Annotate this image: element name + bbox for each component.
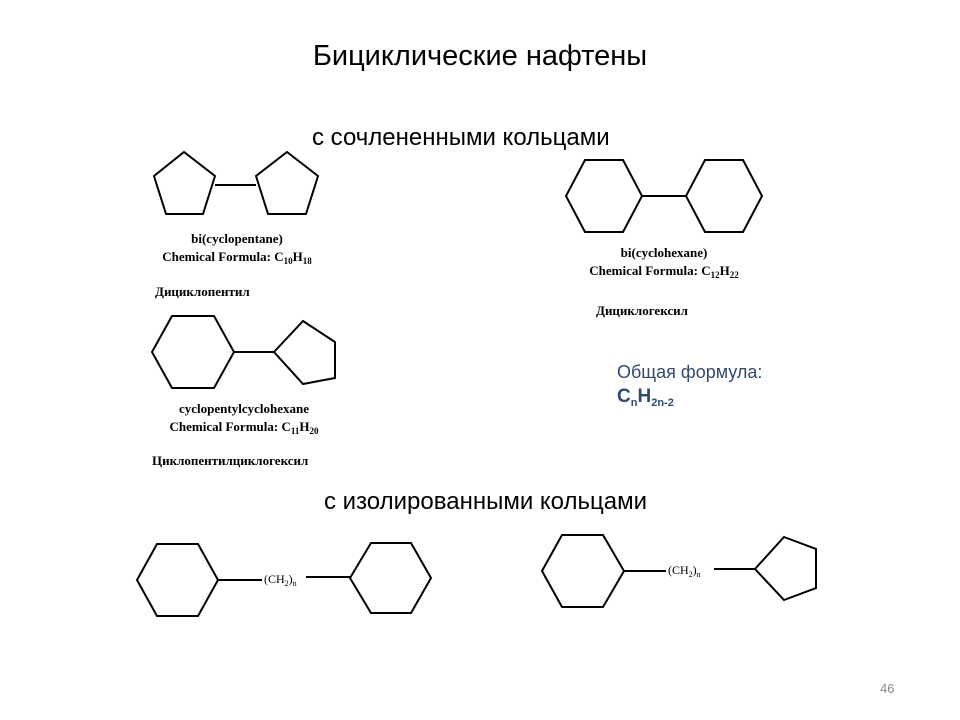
cyclopentylcyclohexane-label: cyclopentylcyclohexane Chemical Formula:… xyxy=(144,400,344,436)
cyclohexane-ring-left xyxy=(564,159,644,233)
bicyclopentane-structure xyxy=(152,150,320,215)
general-formula: CnH2n-2 xyxy=(617,386,674,409)
slide-title: Бициклические нафтены xyxy=(312,40,648,72)
cyclohexane-ring xyxy=(150,315,236,389)
general-formula-label: Общая формула: xyxy=(617,362,763,382)
cyclopentane-ring xyxy=(272,319,336,386)
cyclopentane-ring xyxy=(753,535,817,602)
linker-label-right: (CH2)n xyxy=(668,563,701,579)
compound-name: bi(cyclopentane) xyxy=(191,231,283,246)
cyclohexane-ring-right xyxy=(684,159,764,233)
cyclohexane-ring-right xyxy=(348,542,433,614)
section-isolated-heading: с изолированными кольцами xyxy=(324,488,647,515)
bicyclohexane-structure xyxy=(564,159,764,233)
cyclohexane-ring xyxy=(540,534,626,608)
compound-name: cyclopentylcyclohexane xyxy=(179,401,309,416)
cyclohexane-ring-left xyxy=(135,543,220,617)
cyclopentylcyclohexane-russian-name: Циклопентилциклогексил xyxy=(152,453,309,468)
bicyclopentane-label: bi(cyclopentane) Chemical Formula: C10H1… xyxy=(137,230,337,266)
cyclohexylcyclopentylalkane-structure xyxy=(540,534,817,608)
bicyclohexane-russian-name: Дициклогексил xyxy=(596,303,688,318)
cyclopentane-ring-left xyxy=(152,150,217,215)
dicyclohexylalkane-structure xyxy=(135,542,433,617)
page-number: 46 xyxy=(880,681,895,696)
cyclopentylcyclohexane-structure xyxy=(150,315,336,389)
chemical-formula: Chemical Formula: C11H20 xyxy=(169,419,319,436)
bicyclopentane-russian-name: Дициклопентил xyxy=(155,284,250,299)
compound-name: bi(cyclohexane) xyxy=(620,245,708,260)
chemical-formula: Chemical Formula: C10H18 xyxy=(162,249,312,266)
bicyclohexane-label: bi(cyclohexane) Chemical Formula: C12H22 xyxy=(564,244,764,280)
section-fused-heading: с сочлененными кольцами xyxy=(312,124,610,151)
linker-label-left: (CH2)n xyxy=(264,572,297,588)
cyclopentane-ring-right xyxy=(254,150,320,215)
chemical-formula: Chemical Formula: C12H22 xyxy=(589,263,739,280)
